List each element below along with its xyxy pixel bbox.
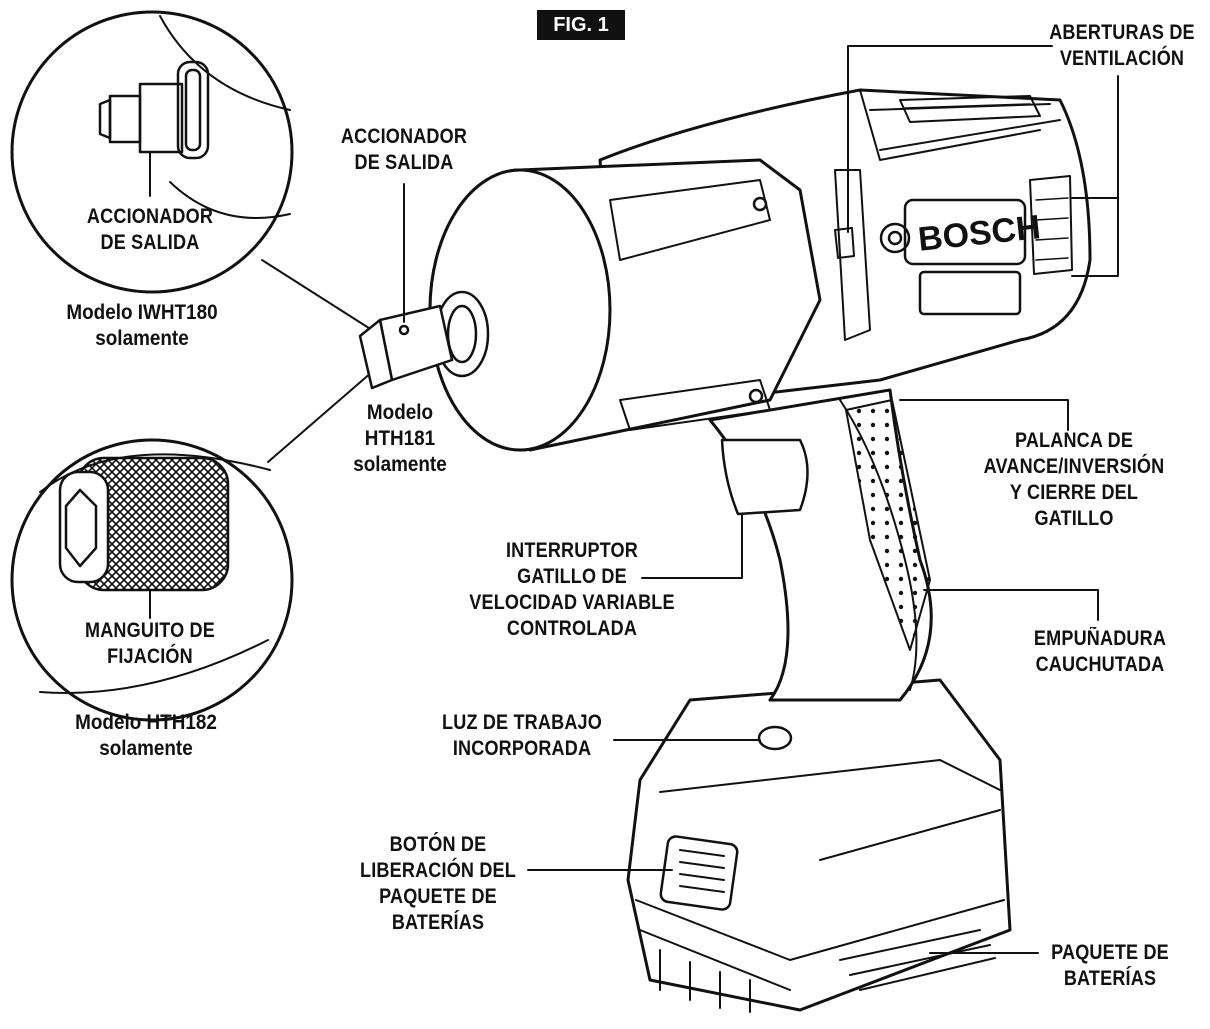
- inset-locking-sleeve: [10, 438, 294, 722]
- label-line: VENTILACIÓN: [1059, 47, 1185, 70]
- label-release-button: BOTÓN DE LIBERACIÓN DEL PAQUETE DE BATER…: [352, 832, 524, 936]
- label-line: PALANCA DE: [1014, 429, 1134, 452]
- label-line: BOTÓN DE: [389, 833, 487, 856]
- label-line: PAQUETE DE: [379, 885, 497, 908]
- label-line: INCORPORADA: [452, 737, 592, 760]
- label-line: AVANCE/INVERSIÓN: [983, 455, 1165, 478]
- label-line: ABERTURAS DE: [1049, 21, 1195, 44]
- label-ventilation: ABERTURAS DE VENTILACIÓN: [1036, 20, 1208, 72]
- label-trigger: INTERRUPTOR GATILLO DE VELOCIDAD VARIABL…: [469, 538, 675, 642]
- figure-title: FIG. 1: [537, 10, 625, 40]
- label-battery-pack: PAQUETE DE BATERÍAS: [1024, 940, 1196, 992]
- label-model-hth182: Modelo HTH182 solamente: [47, 710, 245, 762]
- label-line: ACCIONADOR: [86, 205, 214, 228]
- label-reversing-lever: PALANCA DE AVANCE/INVERSIÓN Y CIERRE DEL…: [971, 428, 1177, 532]
- label-line: EMPUÑADURA: [1033, 627, 1167, 650]
- label-line: Modelo: [366, 401, 434, 424]
- label-line: ACCIONADOR: [340, 125, 468, 148]
- label-line: BATERÍAS: [1063, 967, 1157, 990]
- label-grip: EMPUÑADURA CAUCHUTADA: [1014, 626, 1186, 678]
- label-line: LIBERACIÓN DEL: [360, 859, 516, 882]
- label-model-hth181: Modelo HTH181 solamente: [337, 400, 463, 478]
- label-line: CAUCHUTADA: [1035, 653, 1165, 676]
- label-line: solamente: [99, 737, 193, 760]
- label-line: DE SALIDA: [100, 231, 200, 254]
- inset-output-driver: [10, 10, 294, 294]
- label-line: PAQUETE DE: [1051, 941, 1169, 964]
- label-line: solamente: [353, 453, 447, 476]
- label-line: Y CIERRE DEL: [1009, 481, 1139, 504]
- label-line: CONTROLADA: [506, 617, 638, 640]
- leader-lines: [403, 45, 1119, 954]
- label-line: BATERÍAS: [391, 911, 485, 934]
- label-line: DE SALIDA: [354, 151, 454, 174]
- label-line: FIJACIÓN: [107, 645, 193, 668]
- label-line: LUZ DE TRABAJO: [442, 711, 602, 734]
- label-line: Modelo IWHT180: [66, 301, 218, 324]
- tool-body: [358, 88, 1092, 1013]
- label-line: Modelo HTH182: [75, 711, 217, 734]
- label-locking-sleeve: MANGUITO DE FIJACIÓN: [64, 618, 236, 670]
- label-line: HTH181: [364, 427, 436, 450]
- label-model-iwht180: Modelo IWHT180 solamente: [43, 300, 241, 352]
- label-line: MANGUITO DE: [85, 619, 215, 642]
- label-line: INTERRUPTOR: [505, 539, 639, 562]
- label-line: GATILLO DE: [517, 565, 627, 588]
- label-line: VELOCIDAD VARIABLE: [469, 591, 675, 614]
- label-output-driver: ACCIONADOR DE SALIDA: [318, 124, 490, 176]
- label-work-light: LUZ DE TRABAJO INCORPORADA: [436, 710, 608, 762]
- label-output-driver-inset: ACCIONADOR DE SALIDA: [64, 204, 236, 256]
- label-line: solamente: [95, 327, 189, 350]
- label-line: GATILLO: [1034, 507, 1114, 530]
